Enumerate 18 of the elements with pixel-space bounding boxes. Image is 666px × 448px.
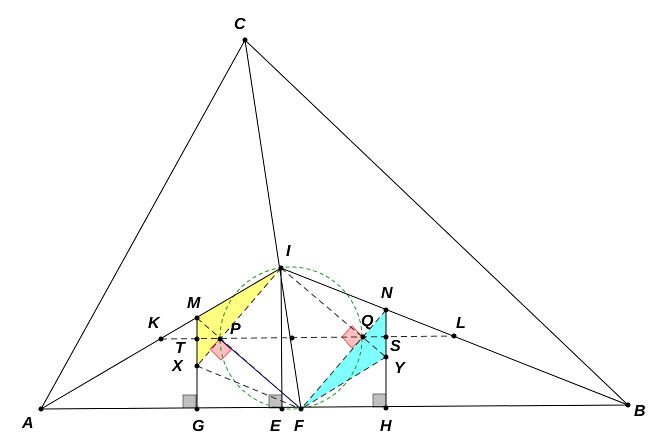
point-label: H bbox=[380, 419, 392, 435]
point-label: A bbox=[22, 416, 34, 432]
point-label: E bbox=[270, 419, 281, 435]
point-label: S bbox=[390, 339, 401, 355]
point-label: P bbox=[230, 322, 241, 338]
point-label: C bbox=[234, 17, 246, 33]
point-label: M bbox=[187, 296, 200, 312]
point-label: F bbox=[294, 419, 304, 435]
point-label: I bbox=[286, 244, 290, 260]
point-label: Q bbox=[361, 314, 374, 330]
point-label: N bbox=[381, 286, 393, 302]
point-label: B bbox=[634, 404, 646, 420]
point-label: G bbox=[192, 419, 204, 435]
point-label: T bbox=[175, 341, 185, 357]
point-label: Y bbox=[394, 361, 405, 377]
point-label: X bbox=[172, 359, 183, 375]
point-label: L bbox=[456, 316, 466, 332]
point-label: K bbox=[148, 316, 160, 332]
